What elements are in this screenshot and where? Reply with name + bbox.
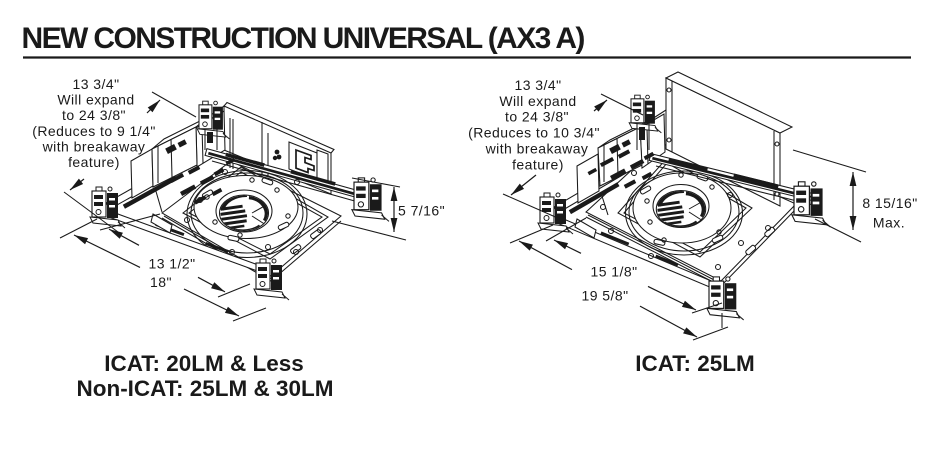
svg-text:Will expand: Will expand bbox=[57, 92, 134, 108]
svg-text:(Reduces to 9 1/4": (Reduces to 9 1/4" bbox=[32, 123, 156, 139]
svg-text:13 1/2": 13 1/2" bbox=[148, 256, 195, 272]
svg-text:to 24 3/8": to 24 3/8" bbox=[62, 107, 126, 123]
svg-text:ICAT: 25LM: ICAT: 25LM bbox=[635, 351, 755, 376]
svg-text:15 1/8": 15 1/8" bbox=[590, 264, 637, 280]
svg-text:to 24 3/8": to 24 3/8" bbox=[505, 109, 569, 125]
svg-text:18": 18" bbox=[150, 274, 172, 290]
svg-text:13 3/4": 13 3/4" bbox=[514, 77, 561, 93]
svg-text:Max.: Max. bbox=[873, 215, 905, 231]
svg-text:(Reduces to 10 3/4": (Reduces to 10 3/4" bbox=[468, 125, 600, 141]
svg-text:19 5/8": 19 5/8" bbox=[581, 288, 628, 304]
svg-text:Non-ICAT: 25LM & 30LM: Non-ICAT: 25LM & 30LM bbox=[76, 376, 333, 401]
svg-text:Will expand: Will expand bbox=[499, 93, 576, 109]
svg-text:5 7/16": 5 7/16" bbox=[398, 203, 445, 219]
svg-text:with breakaway: with breakaway bbox=[42, 138, 146, 154]
svg-text:8 15/16": 8 15/16" bbox=[862, 195, 917, 211]
svg-text:NEW CONSTRUCTION UNIVERSAL (AX: NEW CONSTRUCTION UNIVERSAL (AX3 A) bbox=[22, 22, 585, 55]
svg-text:with breakaway: with breakaway bbox=[485, 141, 589, 157]
svg-text:ICAT: 20LM & Less: ICAT: 20LM & Less bbox=[104, 351, 304, 376]
svg-text:feature): feature) bbox=[512, 157, 564, 173]
svg-text:13 3/4": 13 3/4" bbox=[72, 76, 119, 92]
svg-text:feature): feature) bbox=[68, 154, 120, 170]
